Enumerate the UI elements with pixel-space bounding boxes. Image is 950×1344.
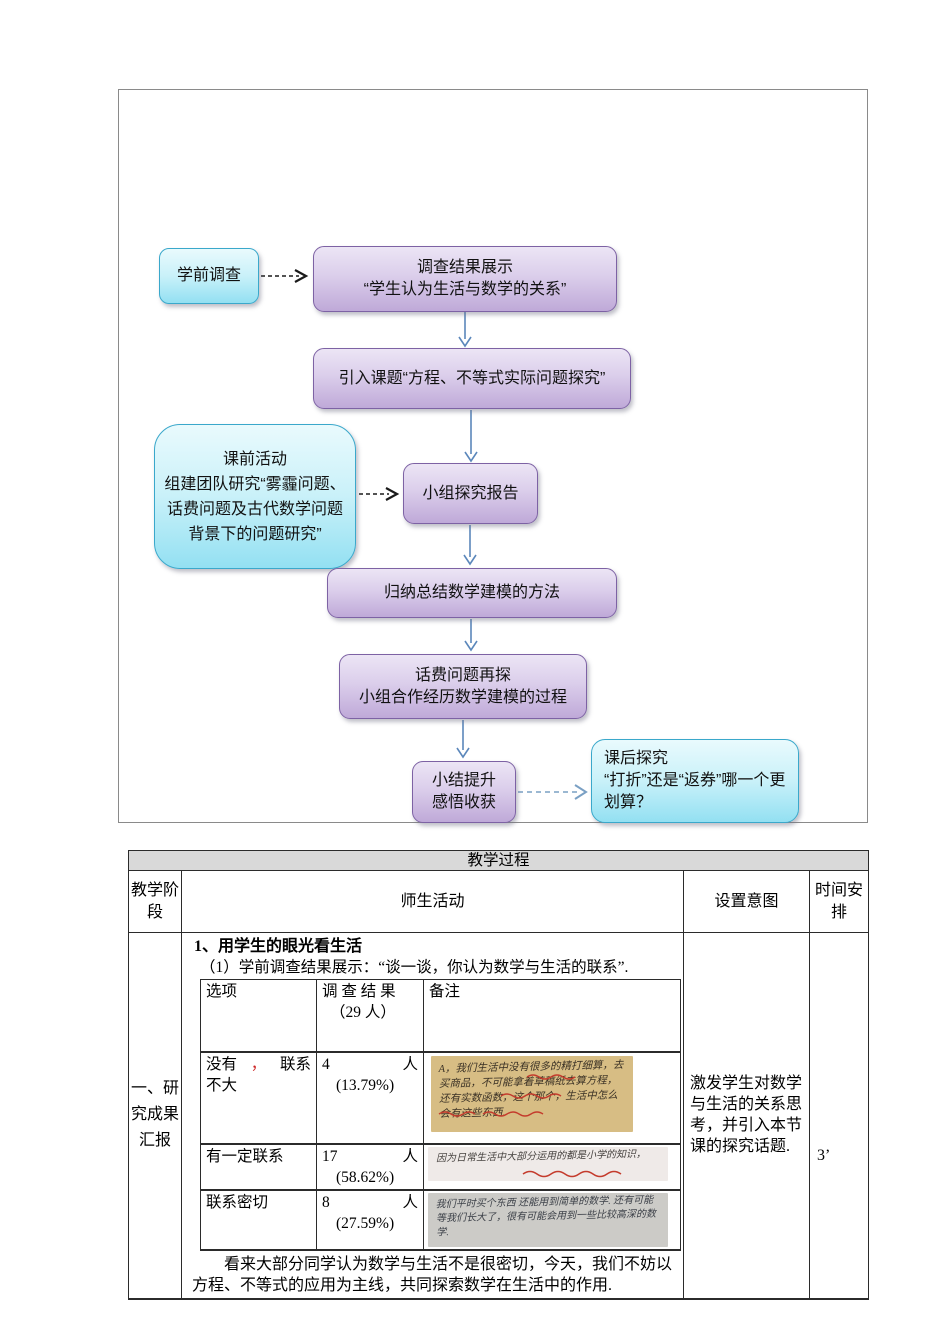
handwritten-note-text: A，我们生活中没有很多的精打细算，去买商品，不可能拿着草稿纸去算方程，还有实数函… [438, 1059, 624, 1120]
survey-col-result-line2: （29 人） [330, 1004, 396, 1021]
survey-count-unit: 人 [402, 1055, 418, 1073]
handwritten-note-photo-3: 我们平时买个东西 还能用到简单的数学. 还有可能等我们长大了，很有可能会用到一些… [428, 1192, 668, 1247]
flow-node-summarize-method-label: 归纳总结数学建模的方法 [383, 584, 560, 601]
survey-count-cell: 17 人 (58.62%) [316, 1143, 424, 1191]
flow-node-after-class: 课后探究 “打折”还是“返券”哪一个更划算？ [591, 739, 799, 823]
flow-node-survey-result: 调查结果展示 “学生认为生活与数学的关系” [313, 246, 617, 312]
activity-cell: 1、用学生的眼光看生活 （1）学前调查结果展示：“谈一谈，你认为数学与生活的联系… [181, 932, 684, 1300]
handwritten-note-text: 我们平时买个东西 还能用到简单的数学. 还有可能等我们长大了，很有可能会用到一些… [435, 1194, 657, 1238]
flow-node-after-class-line1: 课后探究 [604, 750, 669, 767]
stage-cell: 一、研究成果汇报 [128, 932, 182, 1300]
flow-node-phone-revisit-line2: 小组合作经历数学建模的过程 [358, 688, 567, 706]
survey-row-close: 联系密切 8 人 (27.59%) 我们平时买个东西 还能用到简单的数学. 还有… [200, 1189, 681, 1251]
flow-node-wrapup-line2: 感悟收获 [431, 794, 496, 811]
flow-node-presurvey: 学前调查 [159, 248, 259, 304]
dashed-blue-arrow-icon [518, 784, 588, 800]
lesson-table-body-row: 一、研究成果汇报 1、用学生的眼光看生活 （1）学前调查结果展示：“谈一谈，你认… [128, 932, 870, 1300]
survey-count-line: 4 人 [322, 1054, 418, 1075]
activity-conclusion: 看来大部分同学认为数学与生活不是很密切，今天，我们不妨以方程、不等式的应用为主线… [192, 1255, 673, 1294]
flow-node-intro-topic: 引入课题“方程、不等式实际问题探究” [313, 348, 631, 409]
flow-node-survey-result-line1: 调查结果展示 [416, 259, 513, 276]
time-cell: 3’ [808, 932, 870, 1300]
survey-count-line: 8 人 [322, 1192, 418, 1213]
flow-node-group-report-label: 小组探究报告 [422, 484, 519, 502]
header-time: 时间安排 [808, 870, 870, 933]
flow-node-preclass-line2: 组建团队研究“雾霾问题、话费问题及古代数学问题背景下的问题研究” [164, 475, 346, 543]
survey-col-result-line1: 调 查 结 果 [322, 981, 418, 1002]
survey-col-note: 备注 [423, 979, 681, 1053]
survey-table: 选项 调 查 结 果 （29 人） 备注 没有 ， 联系 不大 [200, 979, 681, 1251]
flow-node-wrapup: 小结提升 感悟收获 [412, 761, 516, 823]
survey-option-cell: 联系密切 [200, 1189, 317, 1251]
header-stage: 教学阶段 [128, 870, 182, 933]
survey-row-none: 没有，联系 不大 4 人 (13.79%) A，我们生活中没有很多的精打细算 [200, 1051, 681, 1145]
survey-option-text-a: 没有 [206, 1055, 238, 1073]
survey-count-value: 4 [322, 1055, 330, 1073]
intent-cell: 激发学生对数学与生活的关系思考，并引入本节课的探究话题. [683, 932, 810, 1300]
header-intent: 设置意图 [683, 870, 810, 933]
handwritten-note-photo-2: 因为日常生活中大部分运用的都是小学的知识， [428, 1146, 668, 1181]
survey-count-cell: 8 人 (27.59%) [316, 1189, 424, 1251]
activity-subline: （1）学前调查结果展示：“谈一谈，你认为数学与生活的联系”. [200, 959, 629, 976]
handwritten-note-text: 因为日常生活中大部分运用的都是小学的知识， [435, 1148, 647, 1164]
survey-count-value: 17 [322, 1147, 338, 1165]
flow-node-survey-result-line2: “学生认为生活与数学的关系” [363, 281, 567, 298]
survey-note-cell: 因为日常生活中大部分运用的都是小学的知识， [423, 1143, 681, 1191]
survey-note-cell: 我们平时买个东西 还能用到简单的数学. 还有可能等我们长大了，很有可能会用到一些… [423, 1189, 681, 1251]
lesson-table-header-row: 教学阶段 师生活动 设置意图 时间安排 [128, 870, 870, 933]
handwritten-note-photo-1: A，我们生活中没有很多的精打细算，去买商品，不可能拿着草稿纸去算方程，还有实数函… [431, 1055, 633, 1132]
survey-option-text-b: 联系 [279, 1055, 311, 1073]
lesson-table-title-row: 教学过程 [127, 850, 870, 871]
activity-heading: 1、用学生的眼光看生活 [194, 938, 363, 955]
flow-node-wrapup-line1: 小结提升 [431, 772, 496, 789]
flow-node-preclass-activity: 课前活动 组建团队研究“雾霾问题、话费问题及古代数学问题背景下的问题研究” [154, 424, 356, 569]
survey-count-value: 8 [322, 1193, 330, 1211]
survey-count-line: 17 人 [322, 1146, 418, 1167]
survey-count-unit: 人 [402, 1147, 418, 1165]
teaching-flowchart-frame: 学前调查 调查结果展示 “学生认为生活与数学的关系” 引入课题“方程、不等式实际… [118, 89, 868, 823]
survey-option-line2: 不大 [206, 1076, 238, 1094]
survey-row-some: 有一定联系 17 人 (58.62%) 因为日常生活中大部分运用的都是小学的知识… [200, 1143, 681, 1191]
flow-node-presurvey-label: 学前调查 [176, 267, 241, 284]
red-comma-mark: ， [250, 1055, 267, 1073]
flow-node-intro-topic-label: 引入课题“方程、不等式实际问题探究” [338, 369, 606, 387]
survey-percent: (27.59%) [336, 1214, 395, 1232]
lesson-table: 教学过程 教学阶段 师生活动 设置意图 时间安排 一、研究成果汇报 1、用学生的… [127, 850, 870, 1300]
survey-option-cell: 没有 ， 联系 不大 [200, 1051, 317, 1145]
survey-col-result: 调 查 结 果 （29 人） [316, 979, 424, 1053]
lesson-table-title: 教学过程 [127, 850, 870, 871]
survey-col-option: 选项 [200, 979, 317, 1053]
flow-node-phone-revisit-line1: 话费问题再探 [414, 666, 511, 684]
flow-node-preclass-line1: 课前活动 [222, 450, 287, 468]
flow-node-after-class-line2: “打折”还是“返券”哪一个更划算？ [604, 772, 786, 811]
survey-count-cell: 4 人 (13.79%) [316, 1051, 424, 1145]
survey-option-line1: 没有 ， 联系 [206, 1054, 311, 1075]
flow-node-summarize-method: 归纳总结数学建模的方法 [327, 568, 617, 618]
flow-node-group-report: 小组探究报告 [403, 463, 538, 524]
survey-option-cell: 有一定联系 [200, 1143, 317, 1191]
survey-percent: (13.79%) [336, 1076, 395, 1094]
header-activity: 师生活动 [181, 870, 684, 933]
survey-header-row: 选项 调 查 结 果 （29 人） 备注 [200, 979, 681, 1053]
survey-count-unit: 人 [402, 1193, 418, 1211]
survey-note-cell: A，我们生活中没有很多的精打细算，去买商品，不可能拿着草稿纸去算方程，还有实数函… [423, 1051, 681, 1145]
survey-col-result-text: 调 查 结 果 [322, 983, 396, 1000]
survey-percent: (58.62%) [336, 1168, 395, 1186]
flow-node-phone-revisit: 话费问题再探 小组合作经历数学建模的过程 [339, 654, 587, 719]
